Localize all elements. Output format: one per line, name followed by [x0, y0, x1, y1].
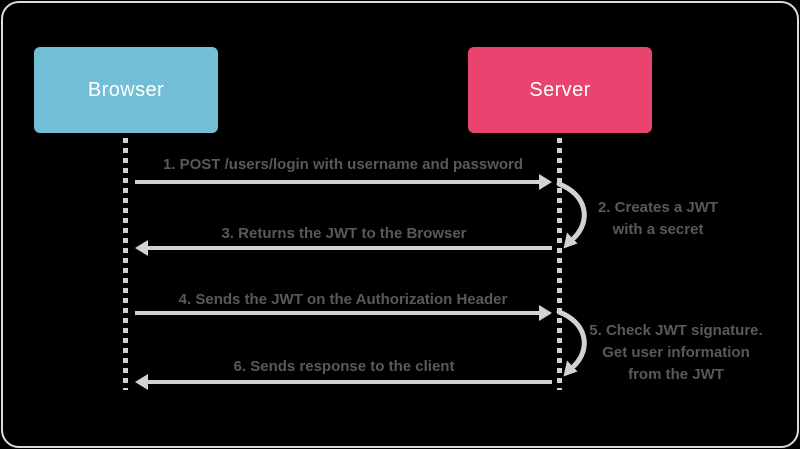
self-loop-curve	[556, 309, 587, 369]
message-4-label: 4. Sends the JWT on the Authorization He…	[178, 291, 508, 308]
arrowhead-down-left-icon	[563, 360, 578, 377]
arrowhead-left-icon	[135, 240, 148, 256]
arrowhead-right-icon	[539, 305, 552, 321]
browser-actor-box: Browser	[34, 47, 218, 133]
self-loop-arrow-create-jwt	[556, 181, 587, 249]
arrowhead-left-icon	[135, 374, 148, 390]
message-4-arrow	[135, 305, 552, 321]
self-loop-arrow-check-jwt	[556, 309, 587, 377]
message-3-arrow	[135, 240, 552, 256]
arrowhead-down-left-icon	[563, 232, 578, 249]
message-5-label: 5. Check JWT signature. Get user informa…	[589, 322, 763, 383]
arrowhead-right-icon	[539, 174, 552, 190]
message-1-arrow	[135, 174, 552, 190]
message-1-label: 1. POST /users/login with username and p…	[162, 156, 524, 173]
browser-actor-label: Browser	[87, 78, 165, 101]
message-6-label: 6. Sends response to the client	[233, 358, 455, 375]
message-3-label: 3. Returns the JWT to the Browser	[221, 225, 467, 242]
server-actor-box: Server	[468, 47, 652, 133]
server-actor-label: Server	[529, 78, 591, 101]
self-loop-curve	[556, 181, 587, 241]
server-lifeline	[557, 138, 562, 390]
browser-lifeline	[123, 138, 128, 390]
message-6-arrow	[135, 374, 552, 390]
message-2-label: 2. Creates a JWT with a secret	[597, 199, 719, 238]
